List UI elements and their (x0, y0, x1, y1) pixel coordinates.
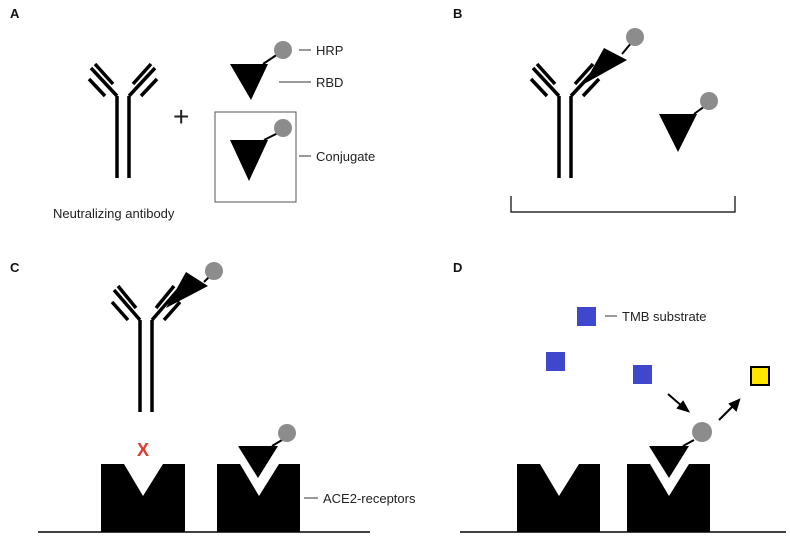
panel-label-d: D (453, 260, 462, 275)
bound-rbd-d (649, 422, 712, 478)
ace2-receptor-d2 (627, 464, 710, 532)
conjugate-label: Conjugate (316, 149, 375, 164)
bound-conjugate-c (166, 262, 223, 308)
wash-bracket (510, 196, 736, 213)
free-conjugate-b (659, 92, 718, 152)
blocked-binding-mark: X (137, 440, 149, 460)
conjugate-box (214, 111, 297, 203)
ace2-receptor-c1 (101, 464, 185, 532)
hrp-label: HRP (316, 43, 343, 58)
tmb-substrate-square-3 (633, 365, 652, 384)
tmb-substrate-square-1 (577, 307, 596, 326)
panel-label-c: C (10, 260, 20, 275)
tmb-substrate-square-2 (546, 352, 565, 371)
bound-conjugate-b (584, 28, 644, 84)
rbd-hrp-free (230, 41, 292, 100)
conjugate-rbd-hrp (230, 119, 292, 181)
ace2-receptors-label: ACE2-receptors (323, 491, 416, 506)
ace2-receptor-d1 (517, 464, 600, 532)
hrp-circle (274, 41, 292, 59)
tmb-substrate-label: TMB substrate (622, 309, 707, 324)
panel-label-b: B (453, 6, 462, 21)
bound-rbd-c (238, 424, 296, 478)
neutralizing-antibody-label: Neutralizing antibody (53, 206, 175, 221)
reaction-arrows (667, 393, 741, 421)
ace2-receptor-c2 (217, 464, 300, 532)
antibody-c (110, 284, 182, 412)
oxidized-product-square (750, 366, 770, 386)
plus-sign: + (173, 101, 189, 132)
panel-label-a: A (10, 6, 20, 21)
antibody-a (87, 62, 159, 178)
rbd-label: RBD (316, 75, 343, 90)
